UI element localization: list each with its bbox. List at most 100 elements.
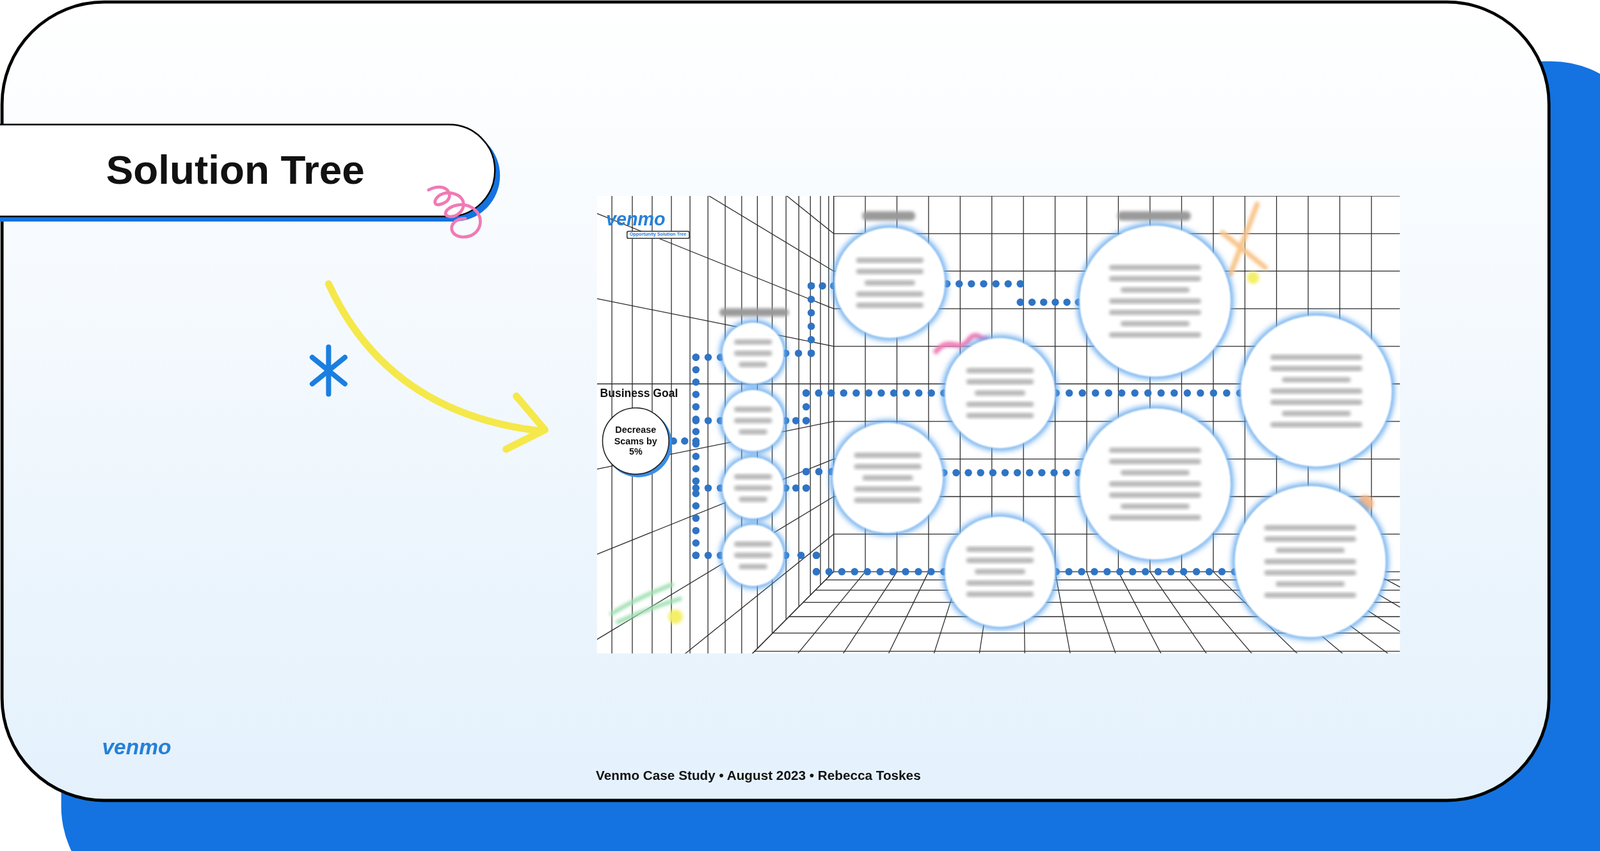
connector-dot (812, 551, 820, 559)
connector-dot (1078, 389, 1086, 397)
connector-dot (1051, 298, 1059, 306)
connector-dot (792, 483, 800, 491)
connector-dot (807, 322, 815, 330)
connector-dot (812, 567, 820, 575)
connector-dot (692, 416, 700, 424)
connector-dot (692, 526, 700, 534)
connector-dot (692, 403, 700, 411)
connector-dot (1016, 298, 1024, 306)
connector-dot (692, 551, 700, 559)
connector-dot (802, 416, 810, 424)
connector-dot (792, 416, 800, 424)
connector-dot (692, 427, 700, 435)
connector-dot (1192, 567, 1200, 575)
connector-dot (1065, 389, 1073, 397)
yellow-arrow-head (506, 396, 546, 450)
connector-dot (964, 468, 972, 476)
connector-dot (1016, 298, 1024, 306)
node-heading: Business Goal (600, 386, 679, 399)
connector-dot (802, 389, 810, 397)
connector-dot (1144, 389, 1152, 397)
blurred-circle (720, 522, 787, 589)
goal-circle: Business GoalDecrease Scams by 5% (602, 407, 670, 475)
connector-dot (1104, 389, 1112, 397)
slide-title: Solution Tree (106, 147, 365, 194)
blurred-circles (720, 222, 1395, 640)
connector-dot (1141, 567, 1149, 575)
connector-dot (992, 280, 1000, 288)
blurred-column-header (862, 211, 916, 221)
connector-dot (807, 349, 815, 357)
connector-dot (888, 567, 896, 575)
connector-dot (1025, 468, 1033, 476)
connector-dot (807, 295, 815, 303)
connector-dot (989, 468, 997, 476)
connector-dot (1062, 468, 1070, 476)
connector-dot (802, 389, 810, 397)
connector-dot (979, 280, 987, 288)
connector-dot (927, 567, 935, 575)
connector-dot (952, 468, 960, 476)
connector-dot (1205, 567, 1213, 575)
blurred-circle (1232, 483, 1389, 640)
connector-dot (704, 483, 712, 491)
connector-dot (802, 467, 810, 475)
blurred-circle (942, 335, 1058, 451)
connector-dot (1064, 567, 1072, 575)
connector-dot (807, 282, 815, 290)
connector-dot (692, 452, 700, 460)
connector-dot (692, 378, 700, 386)
connector-dot (797, 551, 805, 559)
connector-dot (827, 389, 835, 397)
connector-dot (1209, 389, 1217, 397)
connector-dot (692, 483, 700, 491)
connector-dot (976, 468, 984, 476)
connector-dot (807, 336, 815, 344)
connector-dot (670, 437, 678, 445)
connector-dot (692, 353, 700, 361)
slide-card (1, 1, 1549, 800)
connector-dot (877, 389, 885, 397)
node-text: Decrease Scams by 5% (611, 424, 661, 458)
blurred-circle (1238, 312, 1395, 470)
connector-dot (692, 477, 700, 485)
yellow-dot (1246, 271, 1259, 284)
connector-dot (1016, 280, 1024, 288)
connector-dot (807, 349, 815, 357)
connector-dot (825, 567, 833, 575)
connector-dot (807, 309, 815, 317)
connector-dot (1091, 389, 1099, 397)
connector-dot (1157, 389, 1165, 397)
connector-dot (1180, 567, 1188, 575)
connector-dot (692, 366, 700, 374)
connector-dot (1040, 298, 1048, 306)
blurred-circle (1077, 222, 1234, 379)
connector-dot (1118, 389, 1126, 397)
connector-dot (852, 389, 860, 397)
blurred-circle (1077, 405, 1234, 562)
connector-dot (692, 464, 700, 472)
connector-dot (1196, 389, 1204, 397)
connector-dot (876, 567, 884, 575)
connector-dot (851, 567, 859, 575)
connector-dot (838, 567, 846, 575)
connector-dot (704, 551, 712, 559)
blue-asterisk (312, 346, 345, 394)
connector-dot (692, 440, 700, 448)
blurred-circle (720, 454, 787, 521)
connector-dot (1001, 468, 1009, 476)
blurred-circle (832, 225, 948, 341)
connector-dot (840, 389, 848, 397)
connector-dot (955, 280, 963, 288)
connector-dot (812, 567, 820, 575)
connector-dot (902, 389, 910, 397)
connector-dot (890, 389, 898, 397)
connector-dot (692, 514, 700, 522)
connector-dot (794, 349, 802, 357)
connector-dot (1050, 468, 1058, 476)
connector-dot (814, 389, 822, 397)
venmo-logo: venmo (606, 209, 666, 231)
connector-dot (1223, 389, 1231, 397)
title-tab (0, 124, 495, 217)
